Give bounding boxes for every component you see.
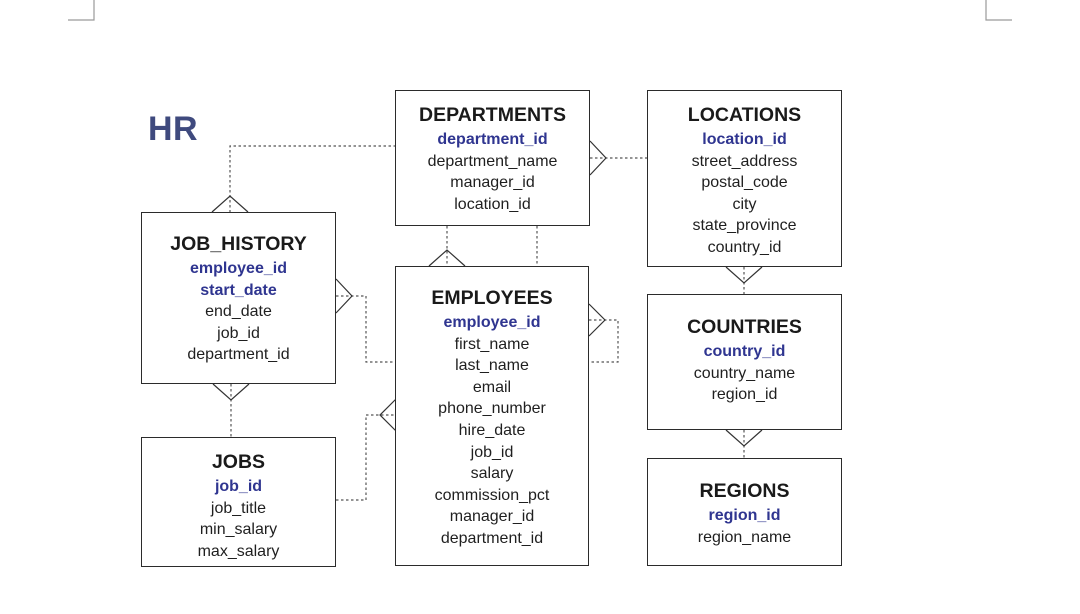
entity-locations: LOCATIONS location_id street_address pos…	[647, 90, 842, 267]
rel-employees-job-history	[336, 295, 396, 363]
crowfoot-employees-right	[588, 303, 606, 337]
crowfoot-job-history-top	[211, 195, 249, 213]
field: phone_number	[438, 400, 546, 418]
entity-departments: DEPARTMENTS department_id department_nam…	[395, 90, 590, 226]
field: city	[732, 195, 757, 213]
field-pk: start_date	[200, 281, 277, 299]
entity-jobs: JOBS job_id job_title min_salary max_sal…	[141, 437, 336, 567]
field: first_name	[454, 335, 530, 353]
entity-employees: EMPLOYEES employee_id first_name last_na…	[395, 266, 589, 566]
entity-name: DEPARTMENTS	[419, 104, 566, 126]
field: department_id	[187, 346, 290, 364]
field-pk: job_id	[214, 478, 263, 495]
crowfoot-employees-top	[428, 249, 466, 267]
crowfoot-job-history-bottom	[212, 383, 250, 401]
field: state_province	[692, 217, 797, 235]
field: max_salary	[197, 542, 280, 560]
field: manager_id	[449, 508, 535, 526]
field-pk: region_id	[708, 507, 781, 524]
entity-name: JOBS	[211, 451, 266, 473]
entity-job-history: JOB_HISTORY employee_id start_date end_d…	[141, 212, 336, 384]
field: location_id	[454, 195, 531, 213]
field: job_id	[470, 443, 514, 461]
entity-name: JOB_HISTORY	[170, 233, 307, 255]
field: postal_code	[701, 174, 788, 192]
field: end_date	[205, 303, 272, 321]
field: manager_id	[450, 174, 535, 192]
entity-name: EMPLOYEES	[431, 287, 553, 309]
field: region_name	[697, 528, 792, 546]
field: department_id	[440, 529, 544, 547]
crowfoot-departments-right	[589, 140, 607, 176]
field: country_name	[693, 364, 796, 382]
crowfoot-countries-bottom	[725, 429, 763, 447]
schema-title: HR	[148, 110, 199, 148]
field: street_address	[691, 152, 798, 170]
crowfoot-locations-bottom	[725, 266, 763, 284]
field: job_id	[217, 324, 260, 342]
field: hire_date	[458, 421, 526, 439]
field: country_id	[707, 238, 782, 256]
rel-jobs-employees	[336, 414, 396, 501]
entity-name: REGIONS	[699, 480, 790, 502]
crowfoot-employees-left	[379, 398, 397, 432]
entity-regions: REGIONS region_id region_name	[647, 458, 842, 566]
rel-employees-self	[589, 319, 619, 363]
entity-name: COUNTRIES	[687, 316, 802, 338]
field: min_salary	[199, 521, 278, 539]
field-pk: location_id	[702, 131, 787, 148]
field: salary	[470, 465, 514, 483]
crop-mark-top-left	[68, 0, 95, 21]
field: region_id	[711, 386, 778, 404]
crop-mark-top-right	[985, 0, 1012, 21]
crowfoot-job-history-right	[335, 278, 353, 314]
entity-name: LOCATIONS	[687, 104, 802, 126]
field: email	[472, 378, 512, 396]
entity-countries: COUNTRIES country_id country_name region…	[647, 294, 842, 430]
field: commission_pct	[434, 486, 550, 504]
field-pk: employee_id	[443, 314, 541, 331]
field-pk: department_id	[437, 131, 548, 148]
field-pk: country_id	[703, 343, 786, 360]
field: last_name	[455, 357, 529, 375]
field-pk: employee_id	[190, 260, 287, 277]
field: department_name	[427, 152, 558, 170]
rel-departments-job-history	[229, 145, 396, 212]
field: job_title	[210, 499, 267, 517]
